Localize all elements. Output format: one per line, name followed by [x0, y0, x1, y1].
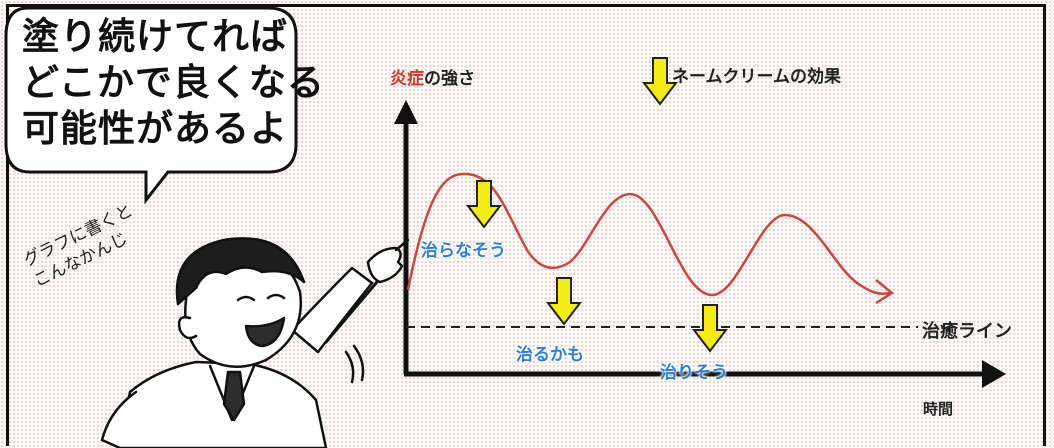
pointing-doctor-illustration — [100, 237, 410, 448]
x-axis-label: 時間 — [923, 400, 954, 418]
y-axis-label-highlight: 炎症 — [390, 69, 424, 89]
outcome-label-likely: 治りそう — [660, 363, 728, 383]
x-axis — [404, 360, 1006, 388]
speech-bubble-text: 塗り続けてれば どこかで良くなる 可能性があるよ — [22, 14, 325, 152]
y-axis-label-rest: の強さ — [424, 69, 475, 89]
down-arrow-icon — [641, 57, 679, 106]
down-arrow-icon — [465, 180, 503, 229]
panel-frame — [6, 4, 1046, 446]
y-axis — [394, 100, 418, 374]
y-axis-label: 炎症の強さ — [390, 64, 475, 89]
inflammation-curve — [406, 172, 891, 297]
down-arrow-icon — [545, 277, 583, 326]
curve-arrowhead — [875, 279, 895, 305]
speech-line: 可能性があるよ — [22, 107, 288, 150]
outcome-label-unlikely: 治らなそう — [421, 241, 506, 261]
speech-bubble — [4, 6, 298, 205]
speech-line: どこかで良くなる — [22, 61, 325, 104]
threshold-label: 治癒ライン — [922, 321, 1012, 342]
down-arrow-icon — [691, 304, 729, 353]
speech-line: 塗り続けてれば — [22, 15, 288, 58]
outcome-label-maybe: 治るかも — [516, 345, 584, 365]
legend-label: ネームクリームの効果 — [672, 67, 841, 87]
